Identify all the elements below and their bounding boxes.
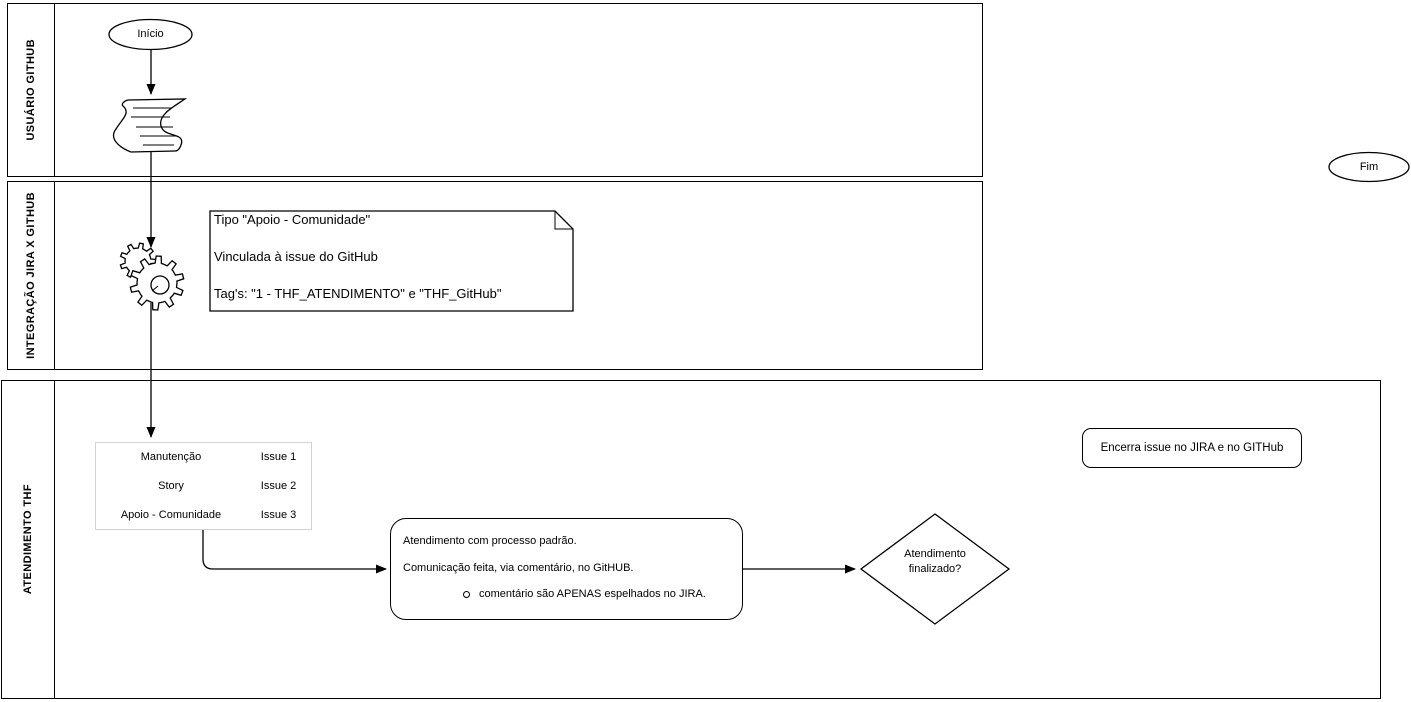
issue-number-cell: Issue 1 [260,451,297,464]
issue-type-cell: Manutenção [140,451,202,464]
process-step-box[interactable]: Atendimento com processo padrão. Comunic… [390,518,743,620]
table-row: Apoio - Comunidade Issue 3 [96,500,311,529]
decision-label-line-1: Atendimento [904,548,966,560]
issue-number-cell: Issue 3 [260,508,297,521]
issue-type-cell: Story [158,479,184,492]
issue-type-cell: Apoio - Comunidade [120,508,222,521]
lane-atendimento-thf-label: ATENDIMENTO THF [22,484,34,595]
issue-number-cell: Issue 2 [260,479,297,492]
process-line-2: Comunicação feita, via comentário, no Gi… [403,562,634,574]
process-line-1: Atendimento com processo padrão. [403,535,577,547]
lane-integracao-jira-github-label: INTEGRAÇÃO JIRA X GITHUB [25,192,37,359]
decision-label: Atendimento finalizado? [880,547,990,577]
lane-integracao-jira-github-header[interactable]: INTEGRAÇÃO JIRA X GITHUB [8,182,55,369]
process-bullet-line: comentário são APENAS espelhados no JIRA… [463,585,706,603]
process-bullet-text: comentário são APENAS espelhados no JIRA… [479,588,706,600]
decision-label-line-2: finalizado? [908,563,962,575]
lane-atendimento-thf-header[interactable]: ATENDIMENTO THF [2,381,55,698]
end-label: Fim [1359,161,1379,173]
lane-integracao-jira-github[interactable]: INTEGRAÇÃO JIRA X GITHUB [7,181,983,370]
lane-usuario-github-label: USUÁRIO GITHUB [25,39,37,141]
close-issue-box[interactable]: Encerra issue no JIRA e no GITHub [1082,428,1302,468]
table-row: Manutenção Issue 1 [96,443,311,472]
note-line-3: Tag's: "1 - THF_ATENDIMENTO" e "THF_GitH… [214,286,502,301]
bullet-ring-icon [463,590,470,598]
lane-usuario-github-header[interactable]: USUÁRIO GITHUB [8,4,55,176]
note-line-1: Tipo "Apoio - Comunidade" [214,212,371,227]
issue-mapping-table[interactable]: Manutenção Issue 1 Story Issue 2 Apoio -… [95,442,312,530]
start-label: Início [137,28,164,40]
table-row: Story Issue 2 [96,472,311,501]
close-issue-label: Encerra issue no JIRA e no GITHub [1100,442,1284,454]
note-line-2: Vinculada à issue do GitHub [214,249,378,264]
